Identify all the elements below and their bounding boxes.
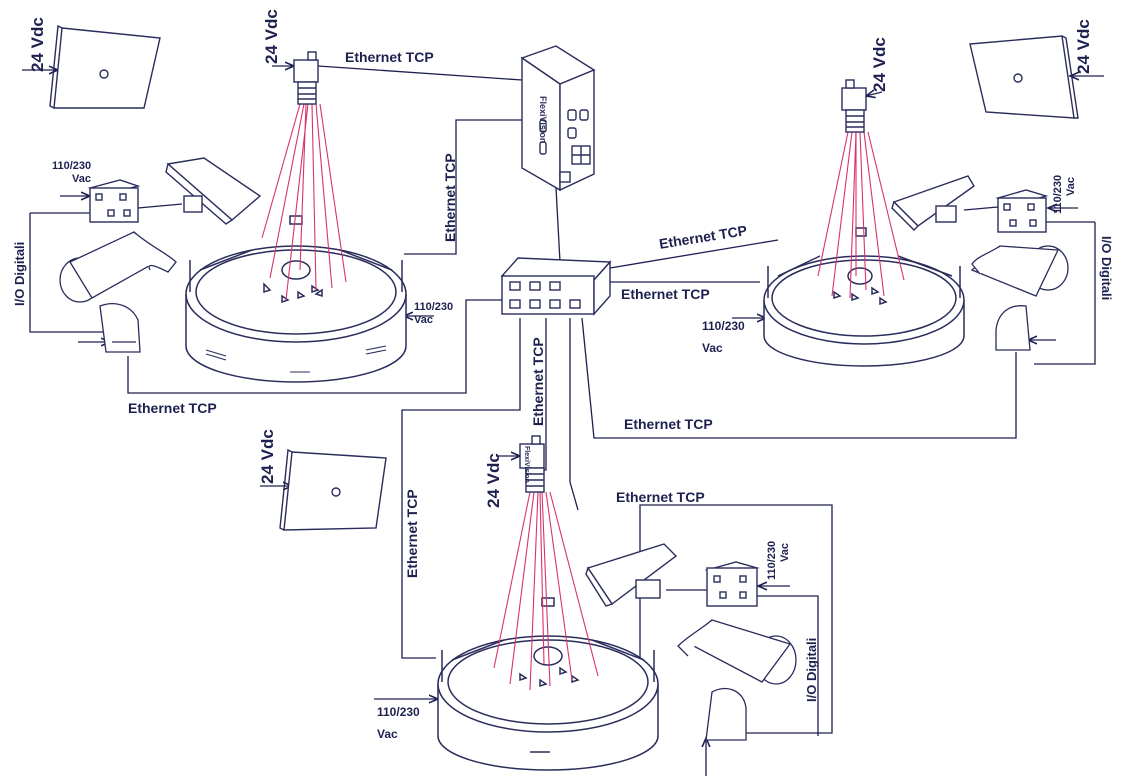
camera-2	[841, 79, 867, 133]
ethernet-label-camera3-vertical: Ethernet TCP	[530, 337, 546, 426]
feeder-table-3	[437, 597, 659, 771]
vac-label-psu3: 110/230 Vac	[766, 541, 792, 580]
vac-label-table2-unit: Vac	[702, 341, 723, 355]
wire-io3-psu	[757, 595, 819, 736]
camera-beams-2	[817, 131, 905, 299]
wire-switch-robot3	[569, 318, 579, 511]
vac-label-table1: 110/230 Vac	[414, 301, 453, 327]
ethernet-label-table1-vertical: Ethernet TCP	[442, 153, 458, 242]
io-label-robot3: I/O Digitali	[804, 637, 819, 702]
io-label-robot2: I/O Digitali	[1099, 236, 1114, 301]
vdc-label-light2: 24 Vdc	[1074, 19, 1093, 74]
ethernet-label-table3-vertical: Ethernet TCP	[404, 489, 420, 578]
wire-robot2-switch	[581, 317, 1017, 439]
vac-label-table3-unit: Vac	[377, 727, 398, 741]
vac-label-psu3-unit: Vac	[779, 543, 791, 562]
vdc-label-camera3: 24 Vdc	[484, 453, 503, 508]
camera3-brand-text: FlexiVision	[523, 446, 530, 483]
light-panel-3	[279, 448, 387, 531]
robot-arm-3	[677, 619, 797, 741]
light-panel-2	[969, 35, 1079, 119]
vac-label-psu1-unit: Vac	[72, 173, 91, 185]
wire-switch-table2	[609, 239, 779, 269]
network-switch	[500, 257, 612, 316]
hopper-1	[165, 157, 262, 225]
hopper-3	[585, 543, 678, 607]
camera-beams-1	[261, 103, 347, 301]
vac-label-psu2-value: 110/230	[1052, 174, 1064, 214]
wire-robot1-switch	[127, 299, 502, 394]
vdc-label-camera1: 24 Vdc	[262, 9, 281, 64]
vdc-label-light3: 24 Vdc	[258, 429, 277, 484]
ethernet-label-switch-table2b: Ethernet TCP	[621, 286, 710, 302]
robot-arm-2	[970, 245, 1069, 351]
vac-label-psu1: 110/230 Vac	[52, 160, 91, 186]
light-panel-1	[49, 24, 161, 109]
wire-psu2-table	[963, 206, 999, 211]
power-box-3	[704, 561, 760, 607]
camera-3	[519, 435, 545, 493]
vision-controller	[520, 45, 596, 192]
vac-label-psu2-unit: Vac	[1065, 177, 1077, 196]
vdc-label-light1: 24 Vdc	[28, 17, 47, 72]
wire-table1-controller	[404, 119, 530, 255]
network-wires	[22, 66, 1104, 776]
ethernet-label-robot3: Ethernet TCP	[616, 489, 705, 505]
wire-io2	[1034, 222, 1096, 365]
vac-label-psu1-value: 110/230	[52, 160, 92, 172]
wire-camera1-controller	[317, 65, 523, 81]
wire-psu1-table	[137, 203, 183, 209]
vac-label-table1-unit: Vac	[414, 314, 433, 326]
power-box-2	[995, 189, 1049, 233]
vac-label-table2: 110/230 Vac	[702, 315, 745, 359]
wire-controller-switch	[555, 187, 561, 263]
vac-label-psu2: 110/230 Vac	[1052, 175, 1078, 214]
robot-arm-1	[59, 231, 177, 353]
feeder-table-2	[763, 227, 965, 367]
ethernet-label-robot2: Ethernet TCP	[624, 416, 713, 432]
vac-label-table1-value: 110/230	[414, 301, 454, 313]
vac-label-table3-value: 110/230	[377, 705, 420, 719]
vdc-label-camera2: 24 Vdc	[870, 37, 889, 92]
io-label-robot1: I/O Digitali	[12, 241, 27, 306]
hopper-2	[891, 175, 975, 231]
vac-label-table3: 110/230 Vac	[377, 701, 420, 745]
power-box-1	[87, 179, 141, 223]
vac-label-psu3-value: 110/230	[766, 540, 778, 580]
vac-label-table2-value: 110/230	[702, 319, 745, 333]
camera-1	[293, 51, 319, 105]
camera-beams-3	[493, 491, 599, 691]
controller-brand-text: FlexiVision	[538, 96, 548, 144]
feeder-table-1	[185, 215, 407, 383]
ethernet-label-robot1: Ethernet TCP	[128, 400, 217, 416]
ethernet-label-camera1: Ethernet TCP	[345, 49, 434, 65]
wire-vdc-camera2	[866, 92, 883, 96]
wire-io1	[29, 213, 108, 333]
wire-table3-switch	[401, 318, 521, 659]
